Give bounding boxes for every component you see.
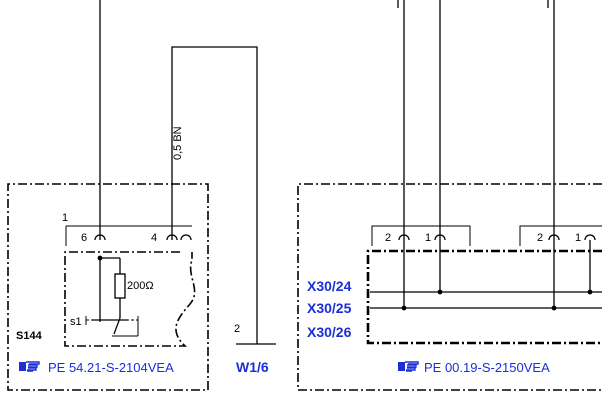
x30-label-24: X30/24 bbox=[307, 278, 352, 294]
pointing-hand-icon bbox=[398, 361, 419, 372]
x30-pin-b1-label: 2 bbox=[537, 232, 543, 244]
x30-connector-b-bracket bbox=[519, 225, 602, 246]
s144-pin-6-label: 6 bbox=[81, 232, 87, 244]
s144-resistor-label: 200Ω bbox=[127, 280, 154, 292]
s144-reference: PE 54.21-S-2104VEA bbox=[48, 360, 174, 375]
s144-outer-border bbox=[7, 183, 209, 391]
x30-connector-a-bracket bbox=[371, 225, 471, 246]
s144-component-number: 1 bbox=[62, 212, 68, 224]
s144-component: 1 6 4 200Ω s1 S144 P bbox=[7, 183, 209, 391]
x30-component: 2 1 2 1 X30/24 X30/25 X30/26 PE 00.19-S-… bbox=[297, 183, 602, 391]
ground-name: W1/6 bbox=[236, 359, 269, 375]
s144-resistor bbox=[114, 273, 126, 299]
x30-pin-b2-socket bbox=[584, 234, 596, 241]
x30-pin-b2-label: 1 bbox=[575, 232, 581, 244]
wire-brown-label: 0,5 BN bbox=[172, 126, 184, 160]
s144-switch-label: s1 bbox=[70, 316, 82, 328]
s144-inner-border bbox=[64, 251, 196, 347]
x30-pin-a2-label: 1 bbox=[425, 232, 431, 244]
ground-pin-label: 2 bbox=[234, 323, 240, 335]
x30-pin-a1-label: 2 bbox=[385, 232, 391, 244]
s144-pin-4-label: 4 bbox=[151, 232, 157, 244]
s144-pin-4b-socket bbox=[180, 234, 192, 241]
s144-switch-contact bbox=[113, 317, 121, 335]
x30-reference: PE 00.19-S-2150VEA bbox=[424, 360, 550, 375]
wire-brown-route bbox=[171, 46, 258, 315]
x30-label-25: X30/25 bbox=[307, 300, 352, 316]
x30-label-26: X30/26 bbox=[307, 324, 352, 340]
s144-name: S144 bbox=[16, 330, 43, 342]
ground-w1-6: 2 W1/6 bbox=[234, 315, 276, 375]
x30-inner-border bbox=[366, 249, 602, 345]
pointing-hand-icon bbox=[19, 361, 40, 372]
